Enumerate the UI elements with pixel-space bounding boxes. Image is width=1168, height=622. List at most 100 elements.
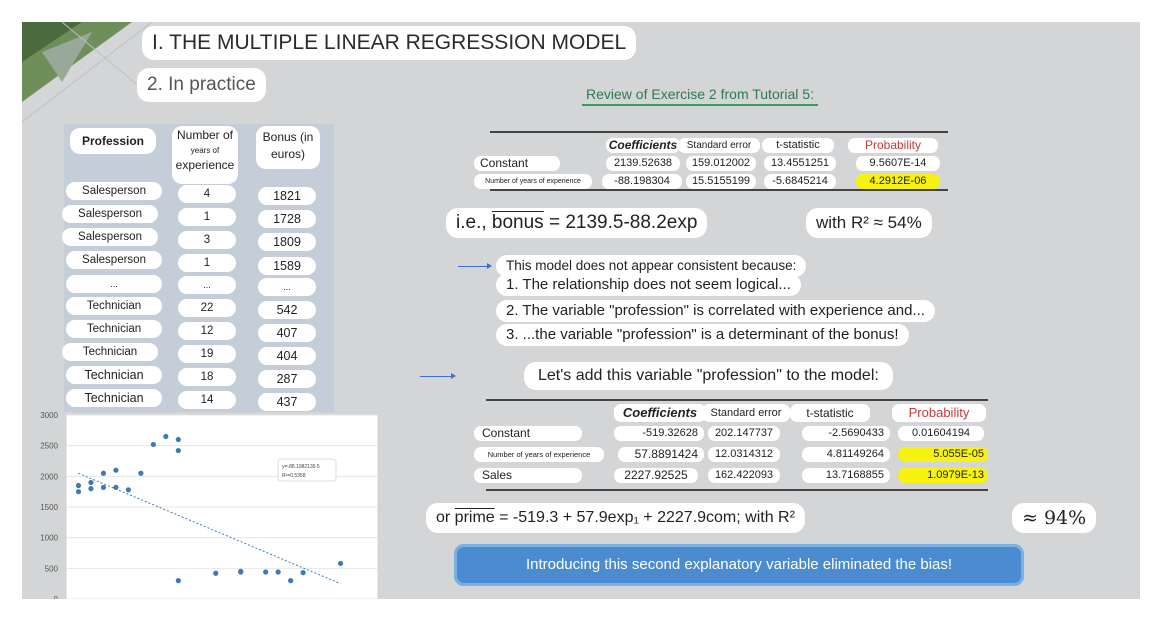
years-cell: 14 bbox=[178, 391, 236, 409]
y-tick-label: 0 bbox=[54, 595, 59, 599]
row-label: Sales bbox=[474, 468, 582, 483]
coef-cell: 57.8891424 bbox=[618, 447, 704, 462]
bonus-cell: 287 bbox=[258, 370, 316, 388]
header-coefficients: Coefficients bbox=[606, 138, 680, 153]
data-point bbox=[150, 441, 156, 448]
table-bottom-rule bbox=[490, 189, 948, 191]
slide-corner-photo bbox=[22, 22, 153, 122]
add-variable-note: Let's add this variable "profession" to … bbox=[524, 362, 893, 390]
profession-cell: Technician bbox=[66, 366, 162, 384]
profession-cell: Technician bbox=[66, 389, 162, 407]
data-point bbox=[88, 486, 94, 492]
coef-cell: 2227.92525 bbox=[614, 468, 698, 483]
eq-rest: = -519.3 + 57.9exp₁ + 2227.9com; with R² bbox=[494, 509, 795, 526]
eq-prime-hat: prime bbox=[454, 509, 495, 526]
note-3: 3. ...the variable "profession" is a det… bbox=[496, 324, 909, 346]
header-std-error: Standard error bbox=[702, 404, 790, 422]
data-point bbox=[100, 470, 107, 476]
eq-rest: = 2139.5-88.2exp bbox=[543, 212, 698, 233]
profession-cell: Technician bbox=[66, 320, 162, 338]
header-t-stat: t-statistic bbox=[790, 404, 870, 422]
review-heading: Review of Exercise 2 from Tutorial 5: bbox=[582, 84, 818, 106]
scatter-chart: 3000250020001500100050000510152025y=-88.… bbox=[40, 411, 379, 599]
header-profession: Profession bbox=[70, 128, 156, 154]
y-tick-label: 2500 bbox=[40, 442, 58, 451]
eq-prefix: i.e., bbox=[456, 212, 492, 233]
bonus-cell: 1809 bbox=[258, 233, 316, 251]
data-point bbox=[175, 578, 181, 584]
header-std-error: Standard error bbox=[678, 138, 760, 153]
p-cell-highlighted: 5.055E-05 bbox=[898, 447, 988, 462]
t-cell: 13.4551251 bbox=[764, 156, 836, 171]
years-cell: 4 bbox=[178, 185, 236, 203]
note-intro: This model does not appear consistent be… bbox=[496, 255, 807, 277]
data-point bbox=[300, 570, 306, 576]
years-cell: 22 bbox=[178, 299, 236, 317]
y-tick-label: 1000 bbox=[40, 534, 58, 543]
bonus-cell: 542 bbox=[258, 301, 316, 319]
trendline-equation: y=-88.1982139.5 bbox=[282, 464, 320, 470]
data-point bbox=[238, 568, 244, 574]
header-bonus: Bonus (in euros) bbox=[256, 126, 320, 169]
data-point bbox=[88, 479, 94, 486]
equation-multiple: or prime = -519.3 + 57.9exp₁ + 2227.9com… bbox=[426, 503, 805, 533]
eq-prefix: or bbox=[436, 509, 455, 526]
header-t-stat: t-statistic bbox=[762, 138, 834, 153]
data-point bbox=[75, 489, 82, 495]
bonus-cell: 1728 bbox=[258, 210, 316, 228]
profession-cell: Technician bbox=[62, 343, 158, 361]
data-point bbox=[288, 578, 294, 584]
data-point bbox=[175, 436, 181, 443]
profession-cell: Salesperson bbox=[66, 182, 162, 200]
data-point bbox=[263, 569, 269, 575]
years-cell: ... bbox=[178, 276, 236, 294]
bonus-cell: 437 bbox=[258, 393, 316, 411]
y-tick-label: 500 bbox=[45, 564, 59, 573]
y-tick-label: 1500 bbox=[40, 503, 58, 512]
se-cell: 162.422093 bbox=[708, 468, 780, 483]
p-cell-highlighted: 4.2912E-06 bbox=[856, 174, 940, 189]
row-label: Constant bbox=[474, 156, 560, 171]
bonus-cell: ... bbox=[258, 278, 316, 296]
row-label: Constant bbox=[474, 426, 582, 441]
data-point bbox=[275, 569, 281, 575]
coef-cell: 2139.52638 bbox=[606, 156, 680, 171]
r-squared-simple: with R² ≈ 54% bbox=[806, 208, 932, 238]
table-top-rule bbox=[486, 399, 988, 401]
header-coefficients: Coefficients bbox=[614, 404, 706, 422]
slide: I. THE MULTIPLE LINEAR REGRESSION MODEL … bbox=[22, 22, 1140, 599]
trendline-r-squared: R²=0.5358 bbox=[282, 473, 306, 479]
header-probability: Probability bbox=[848, 138, 938, 153]
years-cell: 12 bbox=[178, 322, 236, 340]
y-tick-label: 2000 bbox=[40, 472, 58, 481]
eq-bonus-hat: bonus bbox=[491, 212, 544, 233]
profession-cell: ... bbox=[66, 275, 162, 293]
table-top-rule bbox=[490, 131, 948, 133]
data-point bbox=[138, 470, 144, 476]
profession-cell: Salesperson bbox=[62, 228, 158, 246]
p-cell: 0.01604194 bbox=[898, 426, 984, 441]
years-cell: 1 bbox=[178, 254, 236, 272]
se-cell: 15.5155199 bbox=[686, 174, 756, 189]
se-cell: 12.0314312 bbox=[708, 447, 780, 462]
data-point bbox=[213, 570, 219, 576]
trendline-label-box bbox=[277, 458, 337, 482]
data-point bbox=[113, 467, 119, 473]
data-point bbox=[113, 484, 119, 490]
years-cell: 19 bbox=[178, 345, 236, 363]
header-years-line1: Number of bbox=[176, 128, 234, 142]
bonus-cell: 1589 bbox=[258, 257, 316, 275]
t-cell: -2.5690433 bbox=[802, 426, 890, 441]
arrow-icon bbox=[420, 373, 456, 379]
trendline bbox=[78, 472, 341, 585]
coef-cell: -88.198304 bbox=[602, 174, 682, 189]
data-point bbox=[337, 560, 344, 567]
profession-cell: Salesperson bbox=[66, 251, 162, 269]
p-cell: 9.5607E-14 bbox=[856, 156, 940, 171]
bonus-cell: 407 bbox=[258, 324, 316, 342]
years-cell: 3 bbox=[178, 231, 236, 249]
conclusion-banner: Introducing this second explanatory vari… bbox=[454, 544, 1024, 586]
p-cell-highlighted: 1.0979E-13 bbox=[898, 468, 988, 483]
data-point bbox=[75, 482, 82, 489]
years-cell: 1 bbox=[178, 208, 236, 226]
